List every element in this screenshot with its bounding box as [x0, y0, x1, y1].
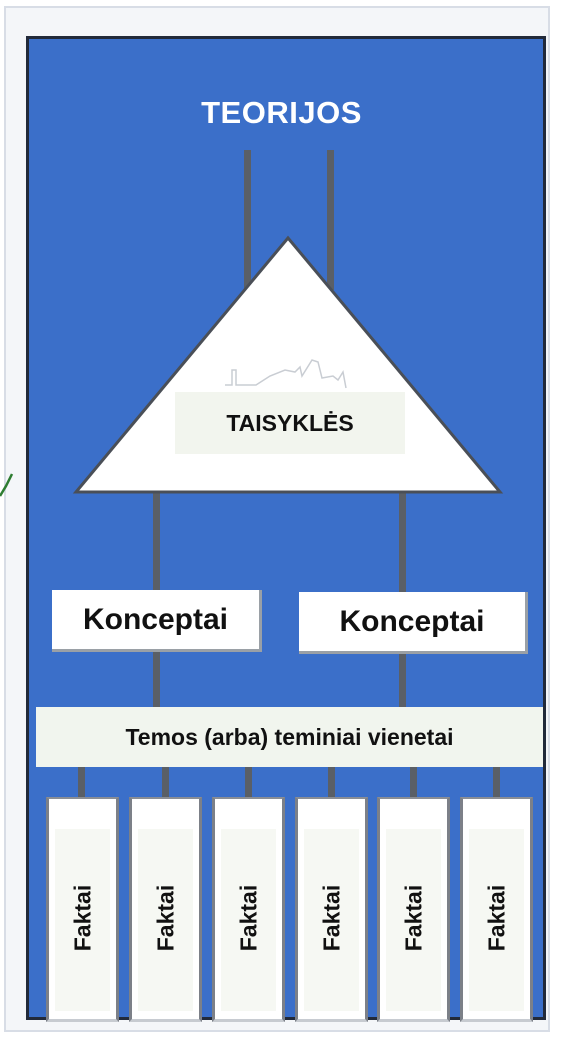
fact-column-inner — [469, 829, 524, 1011]
connector-line — [78, 767, 85, 799]
fact-column-inner — [304, 829, 359, 1011]
arrow-fragment-icon — [0, 473, 14, 497]
connector-line — [399, 654, 406, 708]
fact-label: Faktai — [318, 884, 344, 952]
connector-line — [244, 150, 251, 290]
fact-column: Faktai — [46, 797, 119, 1022]
fact-column: Faktai — [212, 797, 285, 1022]
fact-column: Faktai — [377, 797, 450, 1022]
concept-box-right: Konceptai — [299, 592, 528, 654]
connector-line — [399, 490, 406, 592]
faint-sketch — [225, 359, 347, 389]
fact-label: Faktai — [483, 884, 509, 952]
fact-column: Faktai — [129, 797, 202, 1022]
fact-label: Faktai — [400, 884, 426, 952]
concept-box-left: Konceptai — [52, 590, 262, 652]
fact-column-inner — [221, 829, 276, 1011]
fact-column-inner — [138, 829, 193, 1011]
connector-line — [153, 652, 160, 708]
connector-line — [410, 767, 417, 799]
connector-line — [493, 767, 500, 799]
fact-label: Faktai — [235, 884, 261, 952]
fact-label: Faktai — [152, 884, 178, 952]
apex-label: TAISYKLĖS — [175, 392, 405, 454]
connector-line — [162, 767, 169, 799]
fact-column-inner — [386, 829, 441, 1011]
fact-column: Faktai — [295, 797, 368, 1022]
diagram-title: TEORIJOS — [201, 95, 362, 130]
connector-line — [327, 150, 334, 290]
fact-column: Faktai — [460, 797, 533, 1022]
connector-line — [245, 767, 252, 799]
topics-bar: Temos (arba) teminiai vienetai — [36, 707, 543, 767]
fact-column-inner — [55, 829, 110, 1011]
connector-line — [153, 490, 160, 590]
connector-line — [328, 767, 335, 799]
fact-label: Faktai — [69, 884, 95, 952]
